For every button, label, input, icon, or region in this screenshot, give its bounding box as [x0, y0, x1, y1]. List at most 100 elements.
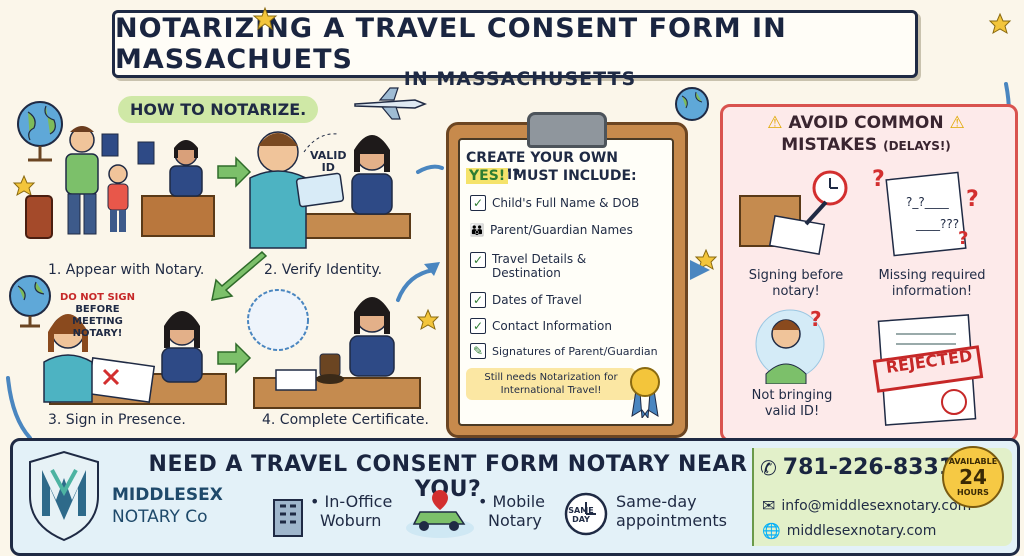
service-line-2: Woburn	[320, 511, 382, 530]
email-address[interactable]: info@middlesexnotary.com	[781, 497, 972, 514]
service-mobile: • Mobile Notary	[478, 492, 558, 530]
service-same-day: Same-day appointments	[616, 492, 736, 530]
step4-illustration	[247, 289, 421, 409]
arrow-icon	[424, 262, 440, 276]
globe-icon	[9, 275, 51, 328]
star-icon	[416, 308, 440, 331]
people-icon: 👪	[469, 223, 485, 237]
star-icon	[694, 248, 718, 271]
arrow-down-left-icon	[211, 250, 268, 301]
service-line-2: appointments	[616, 511, 727, 530]
check-icon: ✓	[470, 292, 486, 308]
yes-highlight: YES!	[466, 168, 509, 184]
phone-number[interactable]: 781-226-8331	[782, 455, 955, 480]
include-item-3: ✓ Travel Details & Destination	[470, 252, 620, 280]
building-icon	[273, 499, 303, 537]
include-item-label: Parent/Guardian Names	[490, 223, 633, 237]
svg-text:?_?____: ?_?____	[906, 195, 950, 209]
mistake-1: Signing before notary!	[748, 268, 844, 299]
badge-number: 24	[959, 465, 987, 489]
clipboard-clip	[527, 112, 607, 148]
clock-icon	[564, 492, 608, 536]
pen-icon: ✎	[470, 343, 486, 359]
service-in-office: • In-Office Woburn	[310, 492, 406, 530]
no-id-illustration: ?	[755, 307, 825, 384]
service-bullet: •	[310, 492, 320, 511]
star-icon	[12, 174, 36, 197]
map-pin-icon	[432, 490, 448, 510]
cta-headline: NEED A TRAVEL CONSENT FORM NOTARY NEAR Y…	[148, 452, 748, 502]
include-item-label: Travel Details & Destination	[492, 252, 587, 280]
page-subtitle: IN MASSACHUSETTS	[403, 68, 637, 90]
include-item-label: Signatures of Parent/Guardian	[492, 344, 658, 358]
email-icon: ✉	[762, 496, 776, 515]
brand-name: MIDDLESEX NOTARY Co	[112, 484, 223, 528]
svg-text:?: ?	[810, 307, 822, 331]
do-not-sign-notary: NOTARY!	[72, 328, 123, 339]
do-not-sign-meeting: MEETING	[72, 316, 123, 327]
do-not-sign-note: DO NOT SIGN BEFORE MEETING NOTARY!	[60, 292, 135, 340]
do-not-sign-before: BEFORE	[75, 304, 120, 315]
svg-text:?: ?	[872, 167, 885, 192]
arrow-icon	[416, 164, 444, 174]
include-item-label: Dates of Travel	[492, 293, 582, 307]
check-icon: ✓	[470, 195, 486, 211]
avoid-title: ⚠ AVOID COMMON ⚠ MISTAKES (DELAYS!)	[720, 112, 1012, 157]
step-2-label: 2. Verify Identity.	[264, 262, 383, 278]
avoid-title-line1: AVOID COMMON	[788, 113, 944, 133]
phone-icon: ✆	[760, 455, 777, 480]
badge-top-text: AVAILABLE	[948, 457, 998, 466]
service-line-1: In-Office	[324, 492, 393, 511]
star-icon	[252, 6, 278, 31]
badge-bottom-text: HOURS	[957, 488, 989, 497]
check-icon: ✓	[470, 318, 486, 334]
step1-illustration	[25, 126, 215, 239]
include-item-label: Child's Full Name & DOB	[492, 196, 640, 210]
website-link[interactable]: middlesexnotary.com	[786, 523, 937, 539]
include-item-6: ✎ Signatures of Parent/Guardian	[470, 343, 670, 359]
brand-line-1: MIDDLESEX	[112, 485, 223, 505]
service-line-1: Same-day	[616, 492, 697, 511]
arrow-right-icon	[690, 260, 710, 280]
svg-text:?: ?	[958, 228, 968, 249]
service-line-1: Mobile	[492, 492, 546, 511]
award-ribbon-icon	[630, 367, 660, 418]
delays-label: (DELAYS!)	[883, 139, 951, 153]
step2-illustration	[249, 131, 411, 249]
service-line-2: Notary	[488, 511, 542, 530]
include-item-2: 👪 Parent/Guardian Names	[470, 223, 666, 237]
arrow-icon	[6, 376, 32, 440]
step-1-label: 1. Appear with Notary.	[48, 262, 205, 278]
arrow-right-icon	[217, 156, 252, 188]
page-title: NOTARIZING A TRAVEL CONSENT FORM IN MASS…	[115, 13, 787, 75]
include-item-label: Contact Information	[492, 319, 612, 333]
svg-text:?: ?	[966, 187, 979, 212]
step-3-label: 3. Sign in Presence.	[48, 412, 186, 428]
globe-icon	[17, 101, 63, 162]
website-row[interactable]: 🌐 middlesexnotary.com	[762, 522, 936, 540]
service-bullet: •	[478, 492, 488, 511]
warning-icon: ⚠	[767, 113, 783, 133]
how-to-label: HOW TO NOTARIZE.	[118, 96, 319, 123]
svg-text:____???: ____???	[915, 217, 959, 231]
include-item-1: ✓ Child's Full Name & DOB	[470, 195, 666, 211]
avoid-title-line2: MISTAKES	[781, 135, 878, 155]
arrow-right-icon	[217, 342, 252, 374]
mistake-3: Not bringing valid ID!	[751, 388, 833, 419]
middlesex-logo-icon	[29, 450, 99, 542]
globe-icon	[675, 87, 709, 121]
step3-illustration	[43, 311, 227, 405]
car-icon	[406, 490, 474, 538]
do-not-sign-text: DO NOT SIGN	[60, 292, 135, 303]
notarization-note: Still needs Notarization for Internation…	[466, 368, 636, 400]
must-include-line: YES! MUST INCLUDE:	[466, 168, 666, 185]
email-row[interactable]: ✉ info@middlesexnotary.com	[762, 496, 971, 515]
signing-early-illustration	[739, 170, 848, 255]
missing-info-illustration: ?_?____ ____??? ? ? ?	[872, 167, 979, 257]
mistake-2: Missing required information!	[878, 268, 986, 299]
warning-icon: ⚠	[949, 113, 965, 133]
include-item-4: ✓ Dates of Travel	[470, 292, 666, 308]
phone-row[interactable]: ✆ 781-226-8331	[760, 455, 954, 480]
